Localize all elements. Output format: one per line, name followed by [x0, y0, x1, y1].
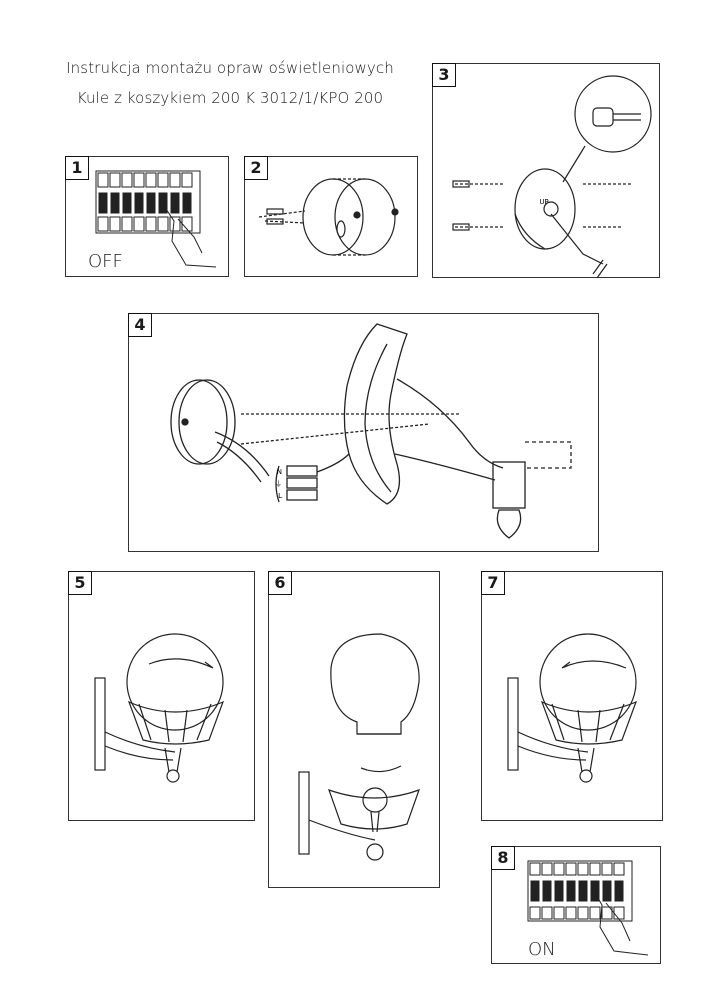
power-off-label: OFF: [88, 251, 123, 272]
step-3-panel: 3 UP: [432, 63, 660, 279]
up-mark: UP: [539, 198, 548, 206]
step-number: 1: [65, 156, 89, 180]
step-number: 6: [268, 571, 292, 595]
step-4-panel: 4 N ⏚ L: [128, 313, 599, 552]
bulb-install-illustration: [298, 633, 420, 861]
step-2-panel: 2: [244, 156, 418, 277]
power-on-label: ON: [528, 939, 556, 960]
globe-tighten-illustration: [507, 633, 638, 783]
step-5-panel: 5: [68, 571, 255, 821]
step-8-panel: 8 ON: [491, 846, 661, 964]
step-6-panel: 6: [268, 571, 440, 888]
arm-assembly-wiring-illustration: N ⏚ L: [170, 323, 572, 539]
globe-install-illustration: [94, 633, 225, 783]
terminal-ground: ⏚: [275, 480, 282, 488]
terminal-l: L: [278, 492, 282, 500]
step-7-panel: 7: [481, 571, 663, 821]
step-number: 3: [432, 63, 456, 87]
step-number: 5: [68, 571, 92, 595]
product-name: Kule z koszykiem 200 K 3012/1/KPO 200: [76, 89, 384, 107]
terminal-n: N: [277, 468, 282, 476]
wall-plate-install-illustration: UP: [452, 75, 652, 279]
step-number: 2: [244, 156, 268, 180]
breaker-panel-on-illustration: [527, 860, 649, 956]
step-number: 7: [481, 571, 505, 595]
mounting-plate-illustration: [258, 178, 399, 256]
step-1-panel: 1 OFF: [65, 156, 229, 277]
step-number: 8: [491, 846, 515, 870]
step-number: 4: [128, 313, 152, 337]
instruction-title: Instrukcja montażu opraw oświetleniowych: [66, 59, 394, 77]
breaker-panel-off-illustration: [95, 170, 217, 268]
